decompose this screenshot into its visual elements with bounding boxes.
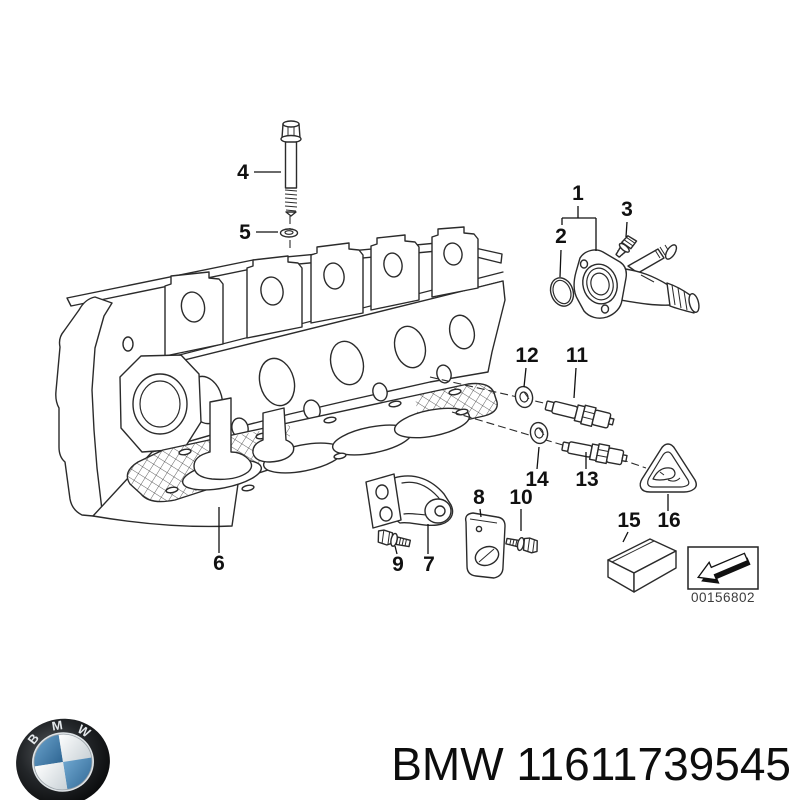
part-support-bracket (365, 473, 454, 529)
part-flange-bolt (615, 235, 638, 258)
callout-label-6: 6 (213, 552, 225, 575)
callout-labels: 1 2 3 4 5 6 7 8 9 10 11 12 13 14 15 16 (213, 161, 681, 576)
image-code-label: 00156802 (691, 590, 755, 605)
part-gasket-set-box (607, 538, 677, 593)
callout-label-4: 4 (237, 161, 249, 184)
bmw-roundel-logo: B M W (16, 717, 110, 800)
part-bolt-washer (279, 228, 299, 238)
callout-label-9: 9 (392, 553, 404, 576)
part-number-title: BMW 11611739545 (391, 738, 791, 790)
part-head-bolt (280, 120, 302, 217)
callout-label-7: 7 (423, 553, 435, 576)
part-temp-sensor-13 (561, 441, 628, 466)
part-blanking-plate (464, 512, 506, 579)
callout-label-1: 1 (572, 182, 584, 205)
part-o-ring-gasket (549, 277, 575, 307)
part-seal-ring-12 (514, 385, 534, 409)
callout-label-5: 5 (239, 221, 251, 244)
part-bracket-bolt-9 (377, 529, 412, 548)
part-plate-bolt-10 (505, 536, 538, 554)
callout-leader-lines (218, 171, 669, 555)
callout-label-15: 15 (617, 509, 641, 532)
callout-label-16: 16 (657, 509, 680, 532)
asbestos-warning-triangle (639, 443, 697, 493)
callout-label-8: 8 (473, 486, 485, 509)
reference-arrow-box (687, 546, 759, 590)
callout-label-2: 2 (555, 225, 567, 248)
logo-letter-m: M (51, 717, 64, 733)
callout-label-10: 10 (509, 486, 532, 509)
callout-label-14: 14 (525, 468, 549, 491)
part-temp-sensor-11 (544, 400, 615, 429)
cylinder-head-lower-bosses (193, 397, 295, 481)
part-seal-ring-14 (529, 421, 549, 445)
part-coolant-flange (573, 244, 700, 319)
callout-label-13: 13 (575, 468, 598, 491)
callout-label-3: 3 (621, 198, 633, 221)
callout-label-11: 11 (566, 344, 589, 367)
cylinder-head-drawing (55, 226, 506, 528)
callout-label-12: 12 (515, 344, 538, 367)
